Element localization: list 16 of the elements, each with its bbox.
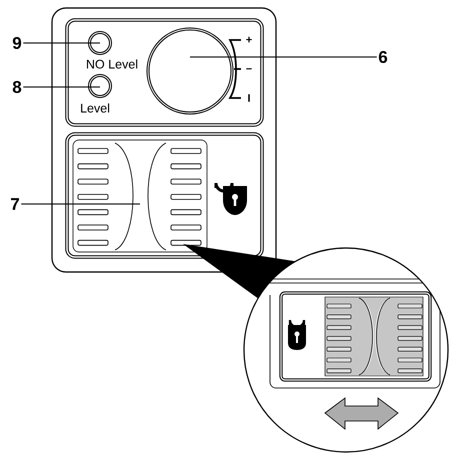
callout-number: 6 — [378, 50, 388, 64]
scale-mark: – — [246, 68, 252, 70]
scale-mark: I — [248, 94, 250, 102]
button — [88, 74, 112, 98]
button-label: NO Level — [86, 59, 138, 69]
leader-line — [21, 203, 140, 205]
knob — [146, 28, 234, 114]
leader-line — [23, 86, 100, 88]
button — [88, 31, 112, 55]
button-label: Level — [81, 103, 110, 113]
scale-mark: + — [246, 36, 252, 42]
leader-line — [190, 56, 377, 58]
callout-number: 8 — [12, 80, 22, 94]
callout-number: 7 — [11, 198, 19, 210]
callout-number: 9 — [12, 36, 22, 50]
leader-line — [23, 42, 100, 44]
